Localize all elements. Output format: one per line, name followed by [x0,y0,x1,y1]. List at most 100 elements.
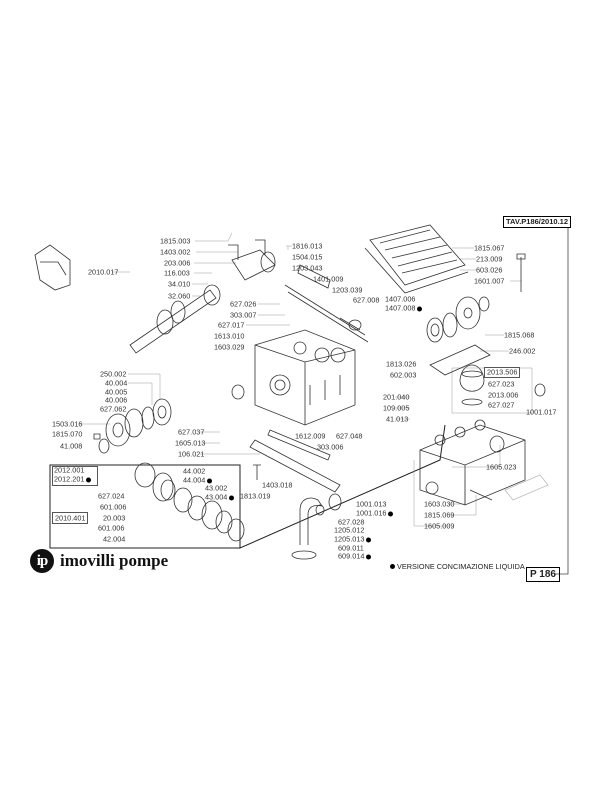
part-label: 1603.030 [424,499,455,509]
part-label: 627.024 [98,491,125,501]
part-label: 106.021 [178,449,205,459]
part-label: 1407.006 [385,294,416,304]
part-label: 2010.017 [88,267,119,277]
part-label: 42.004 [103,534,126,544]
part-label: 20.003 [103,513,126,523]
part-label: 627.062 [100,404,127,414]
kit-label-liquid-version: 2012.201 [54,475,91,484]
detail-box [49,424,446,549]
part-label: 609.011 [338,543,364,553]
part-label: 201.040 [383,392,410,402]
dipstick [516,253,526,292]
brand-name: imovilli pompe [60,551,169,570]
part-label: 627.037 [178,427,205,437]
part-label: 250.002 [100,369,127,379]
part-label: 627.048 [336,431,363,441]
part-label: 1401.009 [313,274,344,284]
part-label: 601.006 [100,502,127,512]
part-label: 627.017 [218,320,245,330]
part-label: 2013.006 [488,390,519,400]
inlet-elbow [299,497,323,545]
part-label: 1603.029 [214,342,245,352]
part-label: 1613.010 [214,331,245,341]
part-label: 34.010 [168,279,191,289]
part-label-liquid-version: 1407.008 [385,304,422,313]
brand-logo: ip imovilli pompe [30,549,168,573]
part-label: 1001.013 [356,499,387,509]
part-label: 246.002 [509,346,536,356]
legend-note: VERSIONE CONCIMAZIONE LIQUIDA [390,562,525,571]
part-label: 213.009 [476,254,503,264]
frame-line [555,227,569,575]
part-label: 1203.039 [332,285,363,295]
part-label: 627.023 [488,379,515,389]
part-label: 1601.007 [474,276,505,286]
part-label: 1813.026 [386,359,417,369]
part-label: 32.060 [168,291,191,301]
part-label: 627.027 [488,400,515,410]
part-label: 1605.009 [424,521,455,531]
part-label: 602.003 [390,370,417,380]
part-label: 43.002 [205,483,228,493]
leader-lines [80,232,522,527]
part-label: 41.013 [386,414,409,424]
part-label-liquid-version: 1205.013 [334,535,371,544]
crankshaft [129,284,221,354]
crankcase [254,329,356,426]
part-label: 303.007 [230,310,257,320]
kit-box-2013 [484,367,520,378]
brand-mark: ip [30,549,54,573]
part-label: 1815.003 [160,236,191,246]
part-label-liquid-version: 43.004 [205,493,234,502]
part-label: 1813.019 [240,491,271,501]
part-label: 44.002 [183,466,206,476]
part-label: 1001.017 [526,407,557,417]
sheet-code: TAV.P186/2010.12 [503,216,571,228]
part-label: 1203.043 [292,263,323,273]
part-label: 1403.002 [160,247,191,257]
part-label: 41.008 [60,441,83,451]
part-label: 109.005 [383,403,410,413]
crankcase-cover [369,224,466,286]
plunger [297,264,331,289]
part-label: 303.006 [317,442,344,452]
part-label: 1605.023 [486,462,517,472]
part-label: 601.006 [98,523,125,533]
part-label: 1605.013 [175,438,206,448]
part-label: 627.028 [338,517,365,527]
part-label: 116.003 [164,268,190,278]
gasket-kit-bag [34,244,71,291]
part-label: 1815.067 [474,243,505,253]
kit-label: 2013.506 [487,367,518,377]
part-label: 203.006 [164,258,191,268]
bearing-bar [249,439,341,493]
part-label: 1815.069 [424,510,455,520]
part-label: 40.006 [105,395,128,405]
part-label-liquid-version: 1001.016 [356,509,393,518]
part-label: 1815.068 [504,330,535,340]
part-label: 603.026 [476,265,503,275]
valve-cover [429,344,491,376]
part-label: 1815.070 [52,429,83,439]
page-number: P 186 [526,567,560,582]
part-label: 1205.012 [334,525,365,535]
part-label: 627.008 [353,295,380,305]
pump-head [419,419,526,506]
part-label-liquid-version: 44.004 [183,476,212,485]
part-label: 1503.016 [52,419,83,429]
part-label: 40.005 [105,387,128,397]
piston-rod [284,284,369,343]
part-label: 1612.009 [295,431,326,441]
kit-box-2010 [52,512,88,524]
oil-seal [260,251,276,273]
part-label: 627.026 [230,299,257,309]
kit-label: 2012.001 [54,465,85,475]
valve [459,364,485,392]
connecting-rod [228,239,276,281]
part-label: 40.004 [105,378,128,388]
part-label: 1403.018 [262,480,293,490]
part-label: 1816.013 [292,241,323,251]
part-label: 1504.015 [292,252,323,262]
